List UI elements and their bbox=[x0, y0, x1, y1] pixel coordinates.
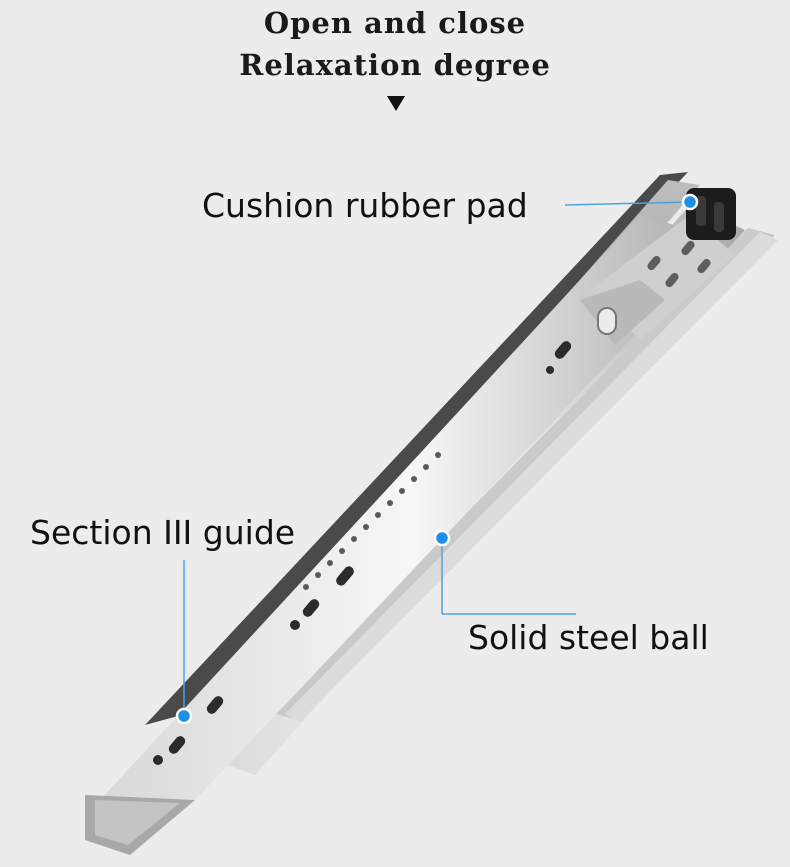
latch bbox=[580, 280, 665, 345]
cushion-rubber-pad-label: Cushion rubber pad bbox=[202, 186, 528, 225]
title-line-2: Relaxation degree bbox=[239, 48, 551, 82]
section-dot bbox=[175, 707, 193, 725]
cushion-rubber-pad bbox=[686, 188, 736, 240]
steel-ball-label: Solid steel ball bbox=[468, 618, 709, 657]
inner-member bbox=[100, 215, 725, 800]
slot-holes bbox=[153, 341, 572, 765]
bracket-holes bbox=[647, 240, 711, 288]
section-guide-label: Section III guide bbox=[30, 513, 296, 552]
title-line-1: Open and close bbox=[263, 6, 527, 40]
ball-bearing-strip bbox=[303, 452, 441, 590]
down-arrow-icon bbox=[387, 96, 405, 111]
ball-dot bbox=[433, 529, 451, 547]
cushion-dot bbox=[681, 193, 699, 211]
front-rail-lip bbox=[285, 232, 778, 722]
leader-lines bbox=[183, 201, 691, 716]
